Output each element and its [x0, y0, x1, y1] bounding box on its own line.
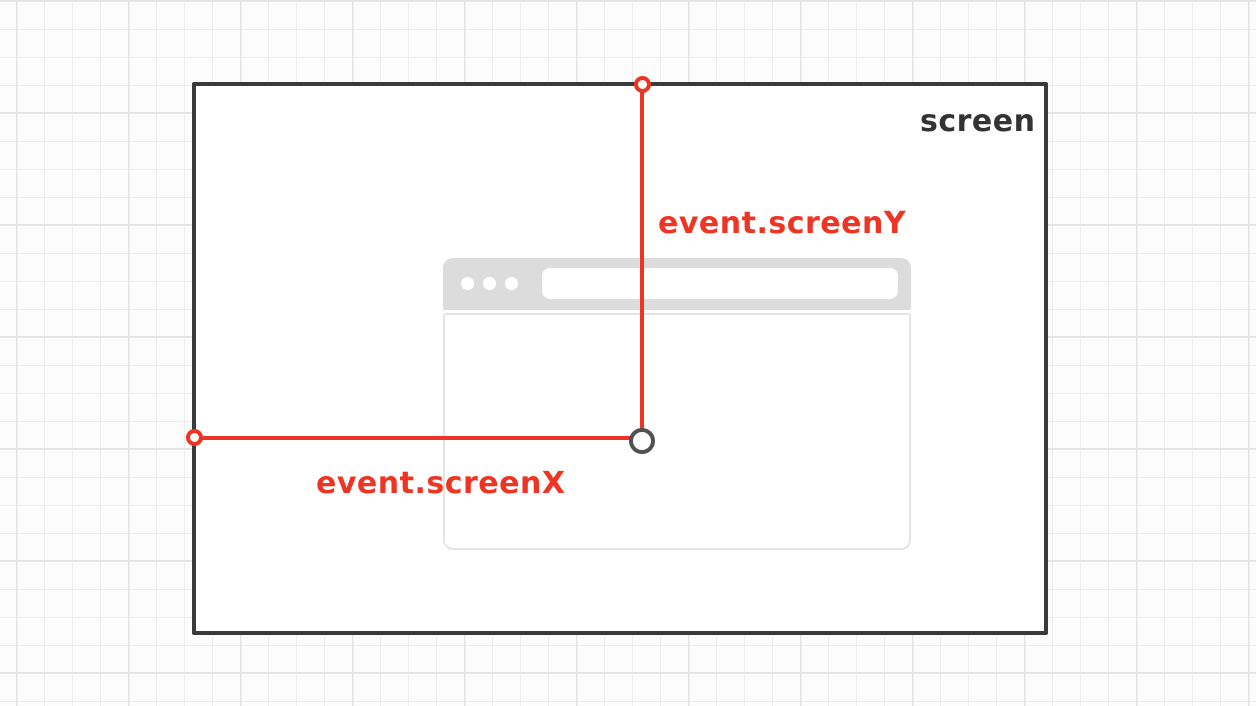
window-control-dots-icon [461, 277, 518, 290]
screen-label: screen [920, 104, 1036, 139]
window-dot-icon [483, 277, 496, 290]
screen-y-annotation-label: event.screenY [658, 206, 907, 241]
screen-x-measure-line [194, 436, 642, 440]
screen-y-measure-line [640, 84, 644, 441]
screen-top-edge-marker-icon [634, 76, 651, 93]
window-dot-icon [461, 277, 474, 290]
browser-window-toolbar [443, 258, 911, 310]
address-bar [542, 268, 898, 299]
screen-x-annotation-label: event.screenX [316, 466, 566, 501]
window-dot-icon [505, 277, 518, 290]
browser-window-body [443, 313, 911, 550]
screen-left-edge-marker-icon [186, 429, 203, 446]
pointer-position-marker-icon [629, 428, 655, 454]
